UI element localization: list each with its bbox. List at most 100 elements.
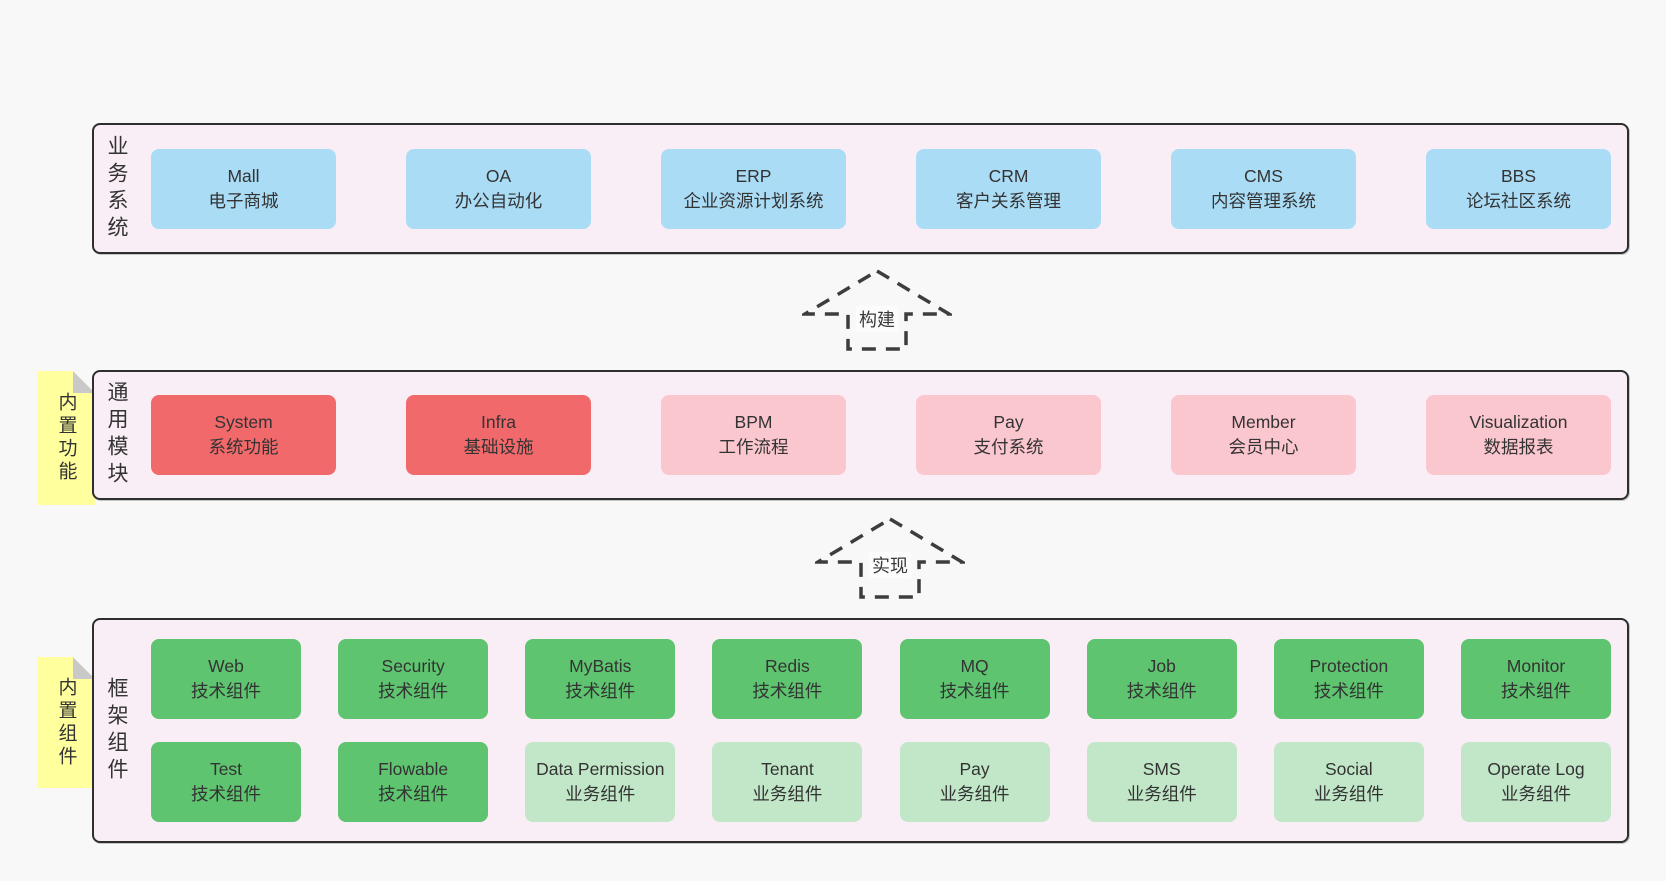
box-title: Visualization	[1469, 412, 1568, 433]
box-subtitle: 技术组件	[752, 681, 823, 701]
box-title: Redis	[765, 656, 810, 677]
component-box-member: Member 会员中心	[1171, 395, 1356, 475]
box-subtitle: 客户关系管理	[956, 190, 1061, 211]
component-box-data-permission: Data Permission 业务组件	[525, 742, 676, 822]
box-subtitle: 技术组件	[191, 681, 261, 701]
component-box-test: Test 技术组件	[151, 742, 301, 822]
box-subtitle: 技术组件	[378, 681, 449, 701]
component-box-job: Job 技术组件	[1086, 639, 1237, 719]
box-title: Infra	[480, 412, 517, 433]
box-title: Mall	[227, 165, 260, 186]
component-box-pay: Pay 支付系统	[916, 395, 1101, 475]
sticky-note-builtin-components: 内置组件	[37, 657, 95, 788]
sticky-note-builtin-features: 内置功能	[37, 371, 95, 505]
box-subtitle: 内容管理系统	[1211, 190, 1316, 211]
arrow-build-label: 构建	[856, 306, 898, 332]
sticky-note-label: 内置功能	[55, 392, 77, 484]
arrow-implement: 实现	[815, 514, 965, 602]
component-box-infra: Infra 基础设施	[406, 395, 591, 475]
component-box-system: System 系统功能	[151, 395, 336, 475]
box-subtitle: 系统功能	[208, 437, 279, 457]
box-title: Member	[1231, 412, 1296, 433]
component-box-visualization: Visualization 数据报表	[1426, 395, 1611, 475]
box-title: Flowable	[378, 759, 449, 780]
sticky-note-label: 内置组件	[55, 676, 77, 769]
box-title: Pay	[993, 412, 1024, 433]
box-title: Data Permission	[536, 759, 665, 780]
box-subtitle: 业务组件	[1126, 784, 1197, 804]
box-subtitle: 技术组件	[1313, 681, 1384, 701]
box-title: MyBatis	[569, 656, 632, 677]
component-box-mq: MQ 技术组件	[899, 639, 1050, 719]
component-box-cms: CMS 内容管理系统	[1171, 148, 1356, 229]
box-subtitle: 会员中心	[1228, 437, 1299, 457]
box-title: Protection	[1309, 656, 1389, 677]
box-subtitle: 企业资源计划系统	[683, 190, 824, 211]
box-title: System	[214, 412, 273, 433]
component-box-security: Security 技术组件	[338, 639, 489, 719]
box-title: Operate Log	[1487, 759, 1585, 780]
business-systems-row: Mall 电子商城 OA 办公自动化 ERP 企业资源计划系统 CRM 客户关系管理 CMS 内容…	[127, 148, 1627, 229]
component-box-sms: SMS 业务组件	[1086, 742, 1237, 822]
arrow-implement-label: 实现	[869, 552, 911, 578]
box-subtitle: 业务组件	[1500, 784, 1571, 804]
component-box-erp: ERP 企业资源计划系统	[661, 148, 846, 229]
box-title: Security	[381, 656, 445, 677]
box-title: MQ	[960, 656, 989, 677]
box-subtitle: 技术组件	[1126, 681, 1197, 701]
component-box-social: Social 业务组件	[1273, 742, 1424, 822]
box-subtitle: 技术组件	[378, 784, 449, 804]
box-subtitle: 技术组件	[939, 681, 1010, 701]
box-subtitle: 基础设施	[463, 437, 534, 457]
layer-business-systems-label: 业务系统	[105, 134, 128, 243]
box-subtitle: 数据报表	[1483, 437, 1554, 457]
box-title: Social	[1325, 759, 1373, 780]
component-box-redis: Redis 技术组件	[712, 639, 863, 719]
box-subtitle: 电子商城	[208, 190, 279, 211]
dashed-up-arrow-icon	[815, 516, 965, 599]
box-subtitle: 技术组件	[565, 681, 636, 701]
box-subtitle: 工作流程	[718, 437, 789, 457]
box-title: SMS	[1142, 759, 1181, 780]
component-box-oa: OA 办公自动化	[406, 148, 591, 229]
box-title: OA	[485, 165, 512, 186]
arrow-build: 构建	[802, 268, 952, 352]
component-box-operate-log: Operate Log 业务组件	[1460, 742, 1611, 822]
box-subtitle: 支付系统	[973, 437, 1044, 457]
component-box-web: Web 技术组件	[151, 639, 301, 719]
box-subtitle: 业务组件	[752, 784, 823, 804]
component-box-bbs: BBS 论坛社区系统	[1426, 148, 1611, 229]
box-subtitle: 技术组件	[191, 784, 261, 804]
box-subtitle: 论坛社区系统	[1466, 190, 1571, 211]
layer-business-systems: 业务系统 Mall 电子商城 OA 办公自动化 ERP 企业资源计划系统 CRM 客户关系管理…	[92, 123, 1629, 254]
box-subtitle: 业务组件	[1313, 784, 1384, 804]
box-title: CMS	[1244, 165, 1283, 186]
box-title: Test	[209, 759, 243, 780]
component-box-mall: Mall 电子商城	[151, 148, 336, 229]
component-box-mybatis: MyBatis 技术组件	[525, 639, 676, 719]
box-title: CRM	[988, 165, 1029, 186]
box-title: Monitor	[1506, 656, 1566, 677]
box-title: Pay	[959, 759, 990, 780]
box-subtitle: 业务组件	[565, 784, 636, 804]
box-title: Tenant	[761, 759, 814, 780]
component-box-tenant: Tenant 业务组件	[712, 742, 863, 822]
layer-common-modules-label: 通用模块	[105, 381, 128, 489]
box-title: Web	[208, 656, 244, 677]
box-title: Job	[1147, 656, 1176, 677]
layer-framework-components-label: 框架组件	[105, 676, 128, 785]
box-title: BBS	[1500, 165, 1537, 186]
component-box-protection: Protection 技术组件	[1273, 639, 1424, 719]
box-title: ERP	[735, 165, 772, 186]
component-box-flowable: Flowable 技术组件	[338, 742, 489, 822]
box-subtitle: 办公自动化	[454, 190, 543, 211]
